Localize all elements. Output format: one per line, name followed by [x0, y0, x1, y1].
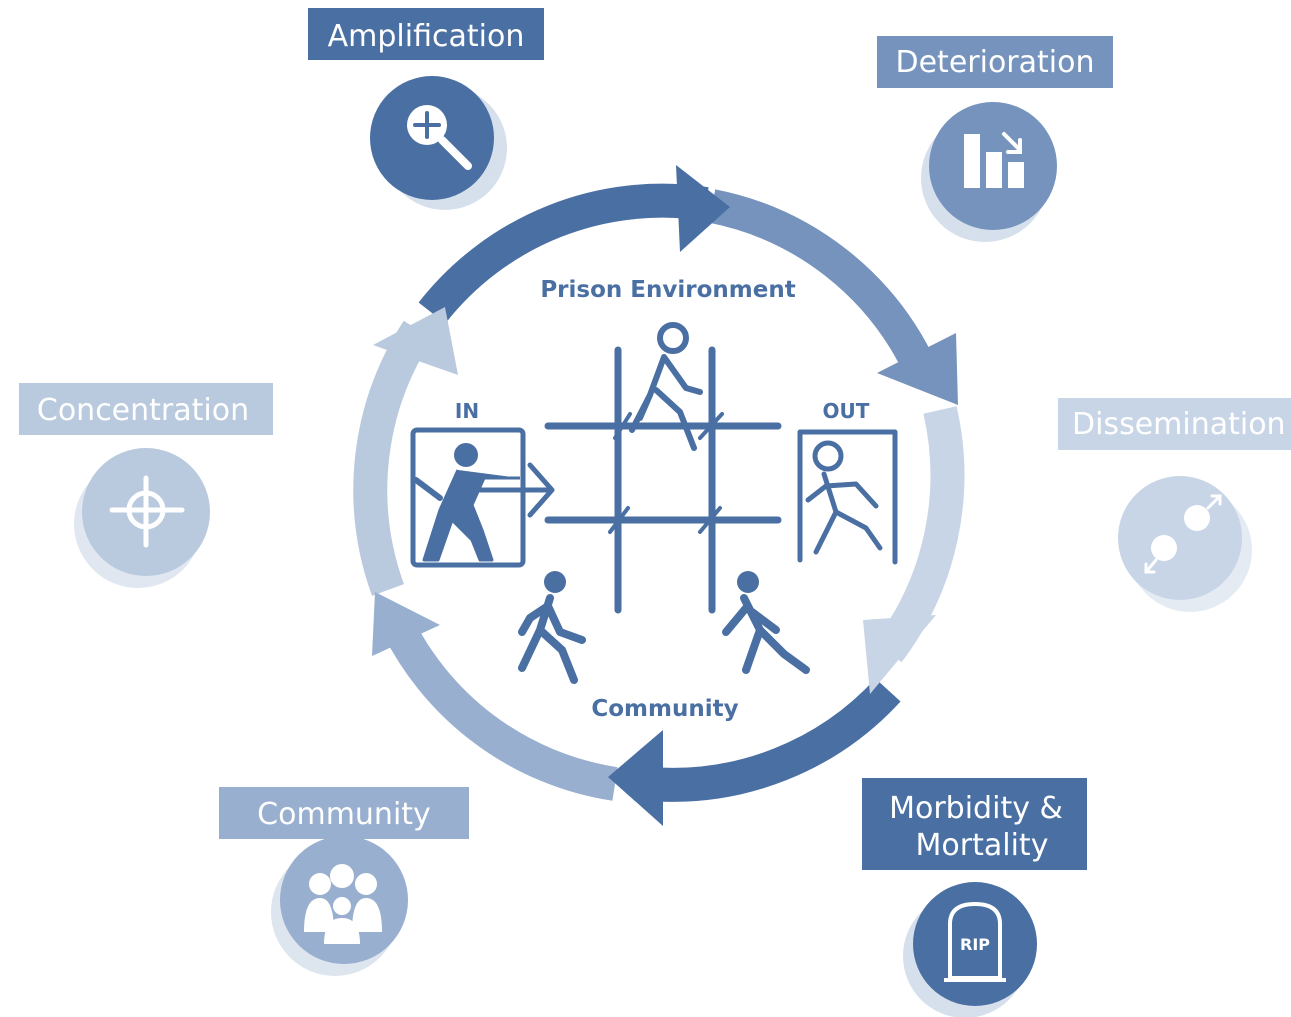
tombstone-text: RIP	[960, 935, 990, 954]
stage-dissemination: Dissemination	[1058, 398, 1291, 612]
crosshair-icon	[109, 475, 185, 548]
ring-segment-top	[418, 183, 709, 324]
group-of-people-icon	[304, 864, 382, 944]
ring-segment-left	[353, 320, 433, 596]
deterioration-label-box	[877, 36, 1113, 88]
community-walker-right-icon	[722, 571, 810, 674]
cycle-arrowheads	[372, 165, 958, 826]
arrowhead-bottom	[608, 730, 663, 826]
dissemination-label: Dissemination	[1072, 407, 1286, 442]
prison-environment-label: Prison Environment	[540, 277, 795, 303]
amplification-label-box	[308, 8, 544, 60]
stage-deterioration: Deterioration	[877, 36, 1113, 242]
arrowhead-left	[373, 307, 458, 375]
concentration-label: Concentration	[37, 393, 249, 428]
amplification-label: Amplification	[328, 19, 525, 54]
out-label: OUT	[823, 399, 870, 423]
ring-segment-lower-right	[648, 678, 901, 802]
ring-segment-upper-right	[708, 189, 937, 378]
ring-segment-bottom-left	[378, 610, 618, 801]
morbidity-label-line2: Mortality	[916, 828, 1049, 863]
stage-concentration: Concentration	[19, 383, 273, 588]
cycle-ring	[353, 183, 965, 802]
arrowhead-right	[863, 615, 936, 694]
morbidity-label-box	[862, 778, 1087, 870]
center-community-label: Community	[591, 696, 738, 722]
community-label-box	[219, 787, 469, 839]
morbidity-label-line1: Morbidity &	[889, 791, 1063, 826]
magnifier-plus-icon	[407, 105, 472, 170]
stage-amplification: Amplification	[308, 8, 544, 210]
stage-morbidity-mortality: Morbidity & Mortality RIP	[862, 778, 1087, 1017]
prisoner-walking-icon	[629, 322, 703, 451]
dissemination-label-box	[1058, 398, 1291, 450]
spreading-dots-icon	[1144, 494, 1222, 574]
arrowhead-lower-left	[372, 592, 440, 656]
deterioration-label: Deterioration	[896, 45, 1095, 80]
declining-bar-chart-icon	[964, 132, 1024, 188]
tombstone-icon: RIP	[944, 901, 1006, 982]
community-walker-left-icon	[518, 571, 586, 684]
arrowhead-upper-right	[877, 333, 958, 405]
exiting-door-icon	[797, 429, 898, 565]
concentration-label-box	[19, 383, 273, 435]
stage-community: Community	[219, 787, 469, 976]
in-label: IN	[455, 399, 479, 423]
arrowhead-top	[676, 165, 730, 252]
community-stage-label: Community	[257, 797, 431, 832]
center-area: Prison Environment Community IN	[410, 277, 898, 722]
entering-door-icon	[410, 427, 555, 568]
prison-bars	[544, 346, 782, 614]
